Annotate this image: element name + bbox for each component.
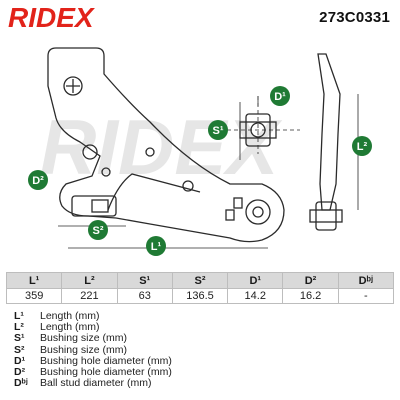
header-l2: L² xyxy=(61,272,118,289)
svg-text:D¹: D¹ xyxy=(274,91,286,103)
value-s2: 136.5 xyxy=(171,288,229,304)
badge-s1: S¹ xyxy=(208,120,228,140)
value-l1: 359 xyxy=(5,288,63,304)
ridex-logo: RIDEX xyxy=(8,4,96,30)
legend-text: Length (mm) xyxy=(40,310,100,322)
value-d1: 14.2 xyxy=(227,288,284,304)
specs-value-row: 359 221 63 136.5 14.2 16.2 - xyxy=(5,288,395,304)
header: RIDEX 273C0331 xyxy=(0,0,400,34)
legend-code: L¹ xyxy=(14,310,24,322)
legend-text: Length (mm) xyxy=(40,321,100,334)
legend-text: Bushing size (mm) xyxy=(40,343,127,356)
legend-code: L² xyxy=(14,321,24,334)
control-arm xyxy=(47,47,285,243)
legend-text: Bushing hole diameter (mm) xyxy=(40,354,172,367)
svg-text:S¹: S¹ xyxy=(213,125,224,137)
header-dbj: Dᵇʲ xyxy=(337,272,395,289)
header-s1: S¹ xyxy=(116,272,173,289)
header-d2: D² xyxy=(282,272,339,289)
legend-code: D² xyxy=(14,366,26,379)
specs-table: L¹ L² S¹ S² D¹ D² Dᵇʲ 359 221 63 136.5 1… xyxy=(5,272,395,304)
legend-item: D² Bushing hole diameter (mm) xyxy=(14,366,172,379)
header-d1: D¹ xyxy=(227,272,284,289)
header-s2: S² xyxy=(171,272,229,289)
legend-item: L² Length (mm) xyxy=(14,321,172,334)
legend-code: D¹ xyxy=(14,354,26,367)
svg-text:L²: L² xyxy=(357,141,368,153)
legend-item: L¹ Length (mm) xyxy=(14,310,172,322)
legend-item: S² Bushing size (mm) xyxy=(14,343,172,356)
badge-s2: S² xyxy=(88,220,108,240)
value-s1: 63 xyxy=(116,288,173,304)
side-view xyxy=(309,53,343,231)
badge-d1: D¹ xyxy=(270,86,290,106)
part-number: 273C0331 xyxy=(319,9,390,26)
legend-code: Dᵇʲ xyxy=(14,377,28,390)
legend-code: S¹ xyxy=(14,332,25,345)
value-dbj: - xyxy=(337,288,395,304)
legend-item: D¹ Bushing hole diameter (mm) xyxy=(14,354,172,367)
brand-text: RIDEX xyxy=(8,4,96,30)
value-d2: 16.2 xyxy=(282,288,339,304)
legend-text: Bushing size (mm) xyxy=(40,332,127,345)
badge-d2: D² xyxy=(28,170,48,190)
value-l2: 221 xyxy=(61,288,118,304)
legend-text: Ball stud diameter (mm) xyxy=(40,377,152,390)
legend-code: S² xyxy=(14,343,25,356)
watermark: RIDEX xyxy=(40,103,282,191)
badge-l1: L¹ xyxy=(146,236,166,256)
badge-l2: L² xyxy=(352,136,372,156)
svg-text:L¹: L¹ xyxy=(151,241,162,253)
legend-text: Bushing hole diameter (mm) xyxy=(40,366,172,379)
legend-item: Dᵇʲ Ball stud diameter (mm) xyxy=(14,378,172,389)
svg-text:S²: S² xyxy=(93,225,104,237)
legend: L¹ Length (mm) L² Length (mm) S¹ Bushing si… xyxy=(14,310,172,389)
legend-item: S¹ Bushing size (mm) xyxy=(14,333,172,344)
specs-header-row: L¹ L² S¹ S² D¹ D² Dᵇʲ xyxy=(5,272,395,289)
svg-text:D²: D² xyxy=(32,175,44,187)
header-l1: L¹ xyxy=(5,272,63,289)
technical-drawing: RIDEX xyxy=(28,47,372,256)
